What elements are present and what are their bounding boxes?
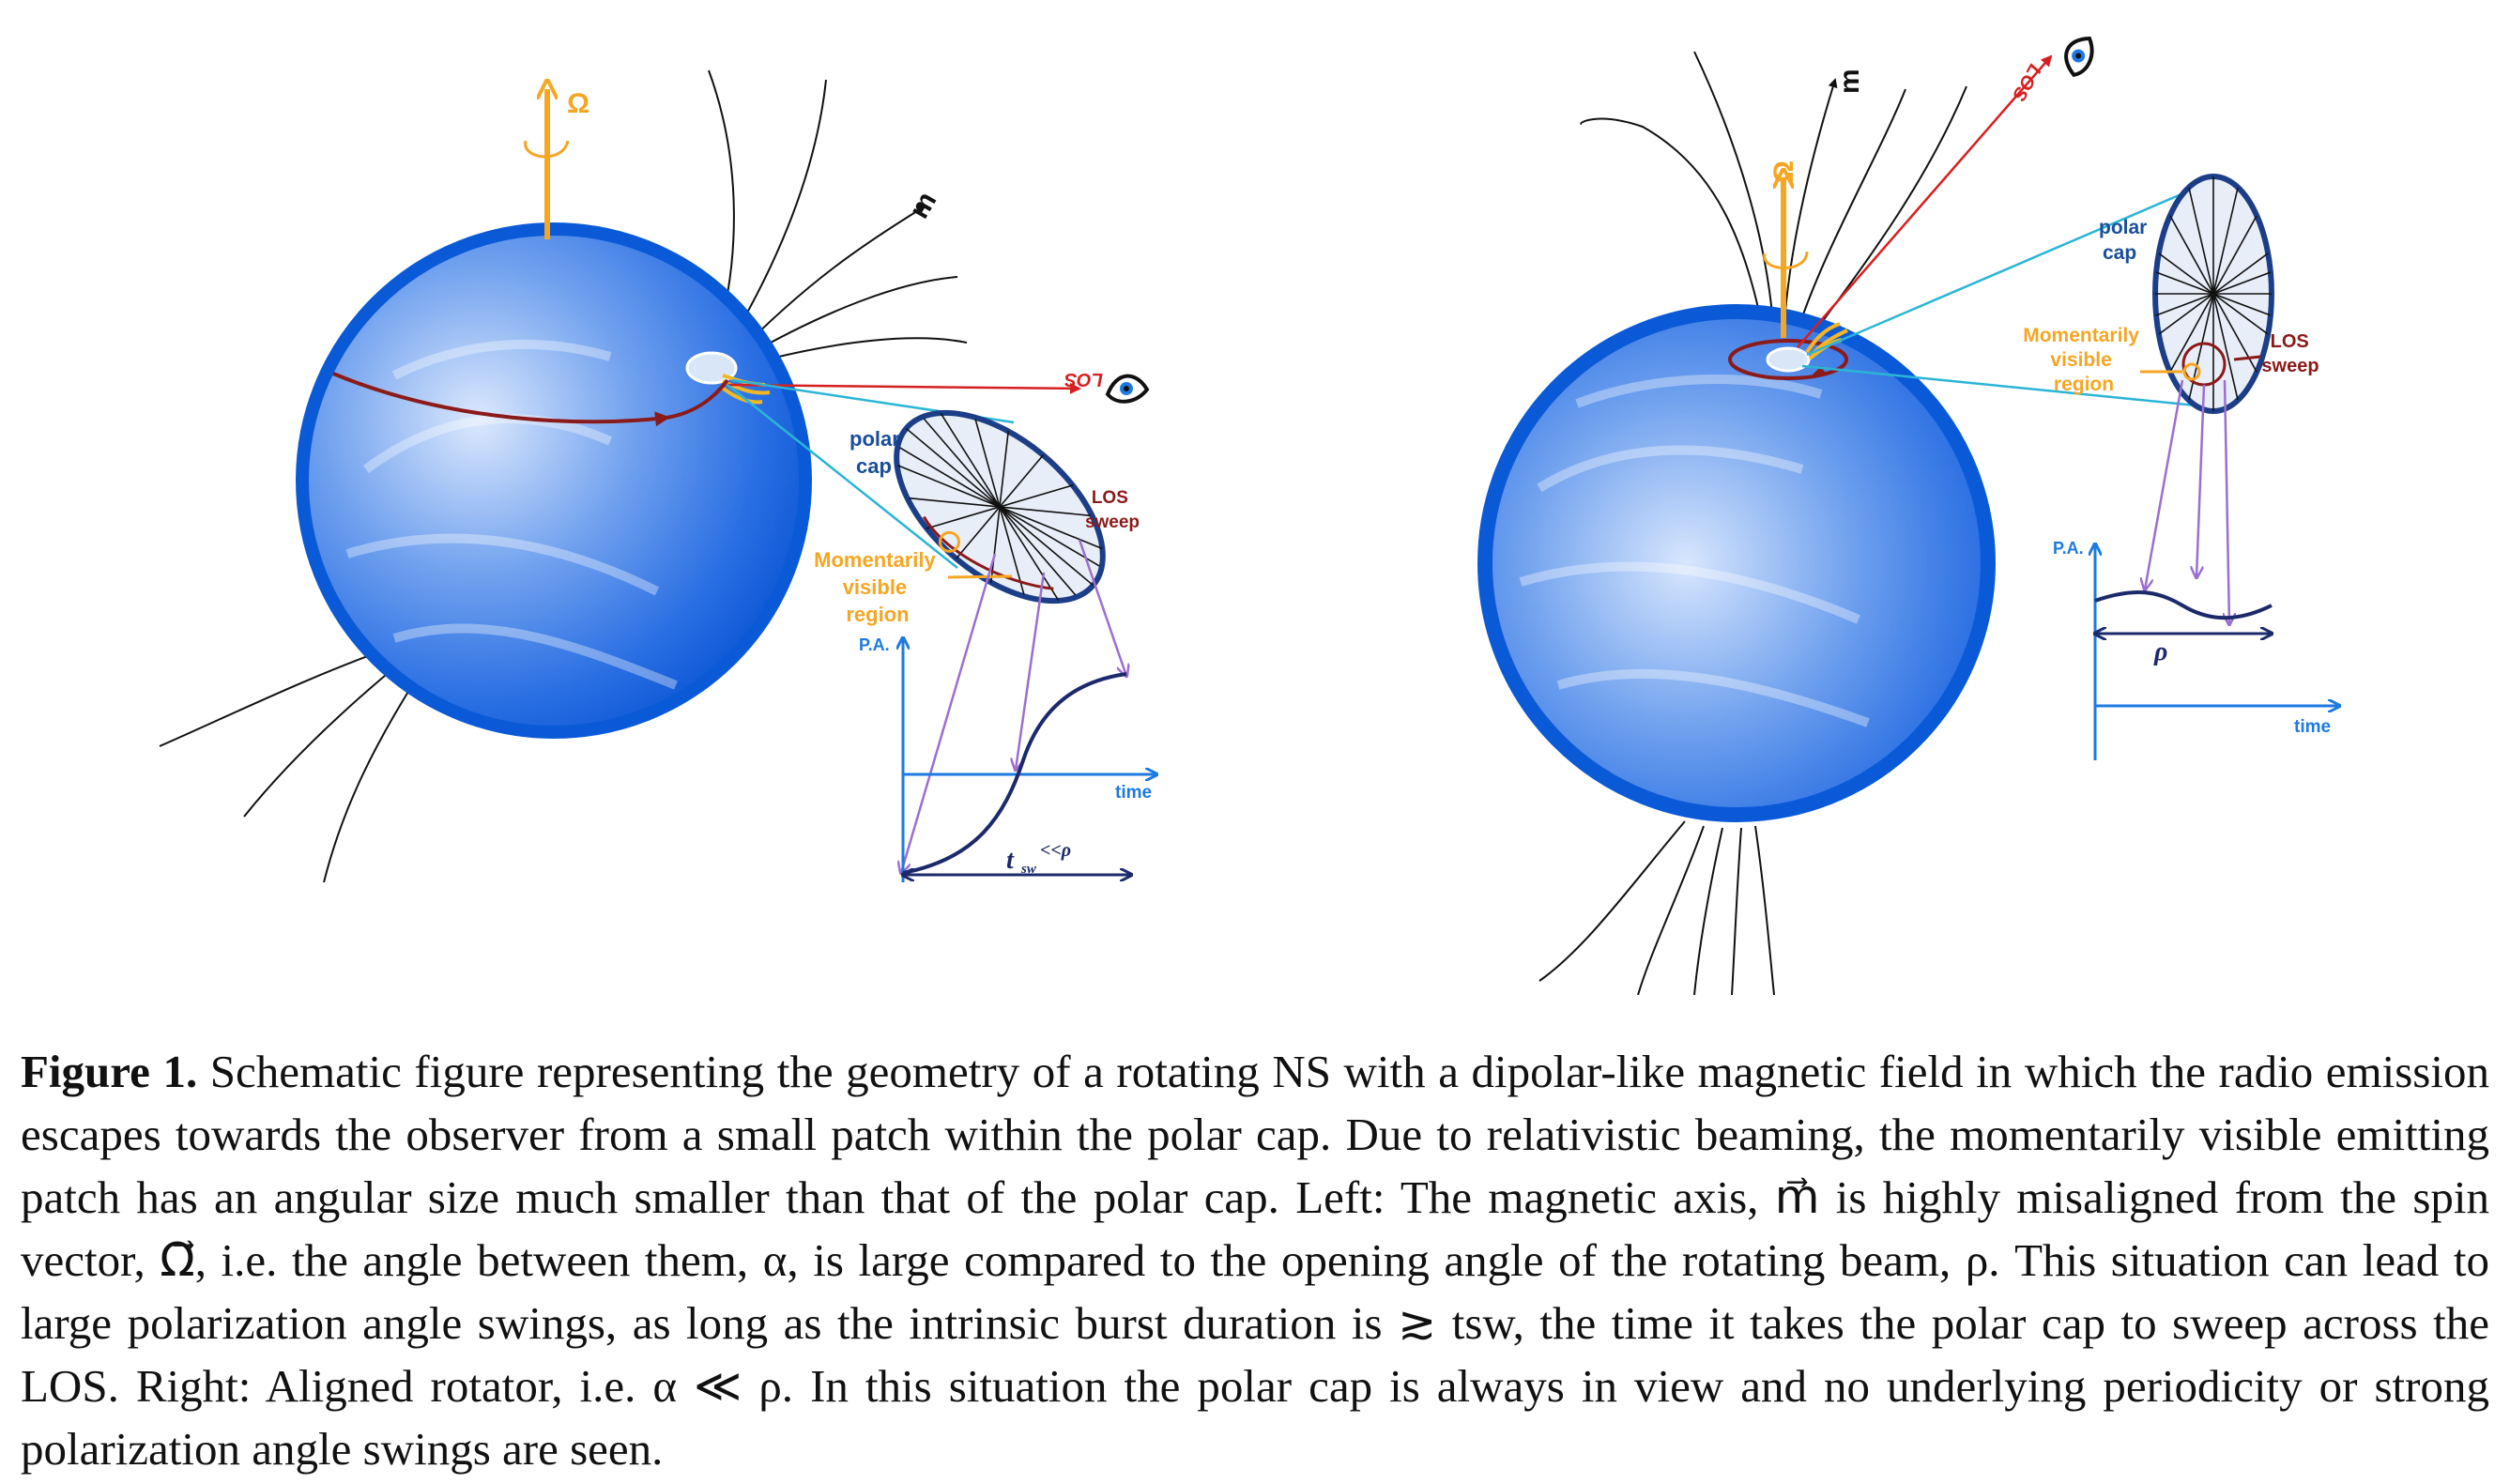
right-los-sweep-label: LOS sweep (2261, 331, 2319, 376)
right-polar-cap-label: polar cap (2099, 217, 2152, 264)
svg-text:sw: sw (1020, 862, 1037, 877)
left-los-label: LOS (1064, 369, 1103, 390)
left-tsw-label: t sw <<ρ (1006, 840, 1071, 877)
right-omega-symbol: Ω (1768, 161, 1799, 183)
right-panel: Ω m LOS (1477, 36, 2339, 995)
left-los-line (727, 382, 1081, 394)
left-time-axis-label: time (1115, 783, 1152, 803)
right-neutron-star (1477, 304, 1996, 822)
left-polar-cap-diagram (894, 409, 1106, 604)
left-visible-region-label: Momentarily visible region (814, 548, 941, 626)
right-pa-curve (2094, 590, 2273, 620)
right-polar-cap-diagram (2140, 174, 2274, 414)
left-los-sweep-label: LOS sweep (1085, 488, 1140, 532)
caption-text: Schematic figure representing the geomet… (21, 1046, 2489, 1475)
figure-caption: Figure 1. Schematic figure representing … (21, 1040, 2489, 1480)
right-pa-axis-label: P.A. (2053, 539, 2084, 558)
left-pa-curve (902, 672, 1127, 875)
left-m-symbol: m (903, 187, 942, 224)
left-omega-symbol: Ω (567, 88, 589, 119)
right-pa-plot: P.A. time ρ (2053, 539, 2339, 760)
right-time-axis-label: time (2294, 717, 2331, 737)
caption-label: Figure 1. (21, 1046, 198, 1097)
schematic-figure: Ω m LOS (159, 36, 2510, 995)
left-polar-cap-label: polar cap (849, 427, 906, 478)
svg-text:<<ρ: <<ρ (1040, 840, 1071, 861)
right-rho-label: ρ (2153, 637, 2167, 666)
right-visible-region-label: Momentarily visible region (2023, 325, 2145, 395)
left-observer-eye-icon (1105, 374, 1150, 404)
left-pa-plot: P.A. time t sw <<ρ (859, 635, 1156, 882)
right-field-lines (1538, 51, 1967, 995)
right-observer-eye-icon (2064, 36, 2094, 77)
left-sweep-path (332, 372, 670, 427)
left-neutron-star (296, 222, 812, 739)
svg-text:t: t (1006, 846, 1015, 875)
left-panel: Ω m LOS (159, 69, 1156, 883)
left-pa-axis-label: P.A. (859, 635, 890, 654)
right-m-symbol: m (1834, 69, 1865, 94)
right-los-line (1797, 54, 2053, 348)
